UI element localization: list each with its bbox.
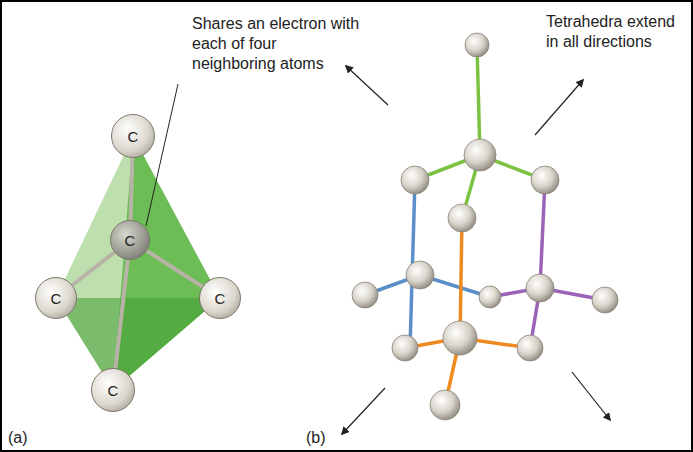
atom-symbol: C bbox=[128, 128, 139, 145]
atom-symbol: C bbox=[108, 382, 119, 399]
direction-arrows bbox=[342, 66, 610, 434]
atom-circle: C bbox=[91, 368, 135, 412]
lattice-atoms bbox=[352, 33, 618, 420]
atom-circle: C bbox=[35, 277, 77, 319]
lattice-bonds bbox=[365, 45, 605, 405]
panel-letter: (b) bbox=[306, 428, 326, 448]
atom-symbol: C bbox=[215, 290, 226, 307]
bond-line bbox=[73, 252, 115, 285]
callout-text: Tetrahedra extend in all directions bbox=[546, 12, 684, 52]
leader-line bbox=[146, 84, 178, 226]
panel-letter: (a) bbox=[8, 428, 28, 448]
callout-text: Shares an electron with each of four nei… bbox=[192, 14, 360, 74]
atom-circle: C bbox=[111, 114, 155, 158]
atom-symbol: C bbox=[51, 290, 62, 307]
bond-line bbox=[115, 260, 127, 368]
bond-line bbox=[131, 158, 133, 220]
atom-circle: C bbox=[199, 277, 241, 319]
tetrahedron bbox=[56, 136, 220, 390]
bond-line bbox=[147, 251, 203, 287]
atom-symbol: C bbox=[125, 232, 136, 249]
atom-circle: C bbox=[110, 220, 150, 260]
